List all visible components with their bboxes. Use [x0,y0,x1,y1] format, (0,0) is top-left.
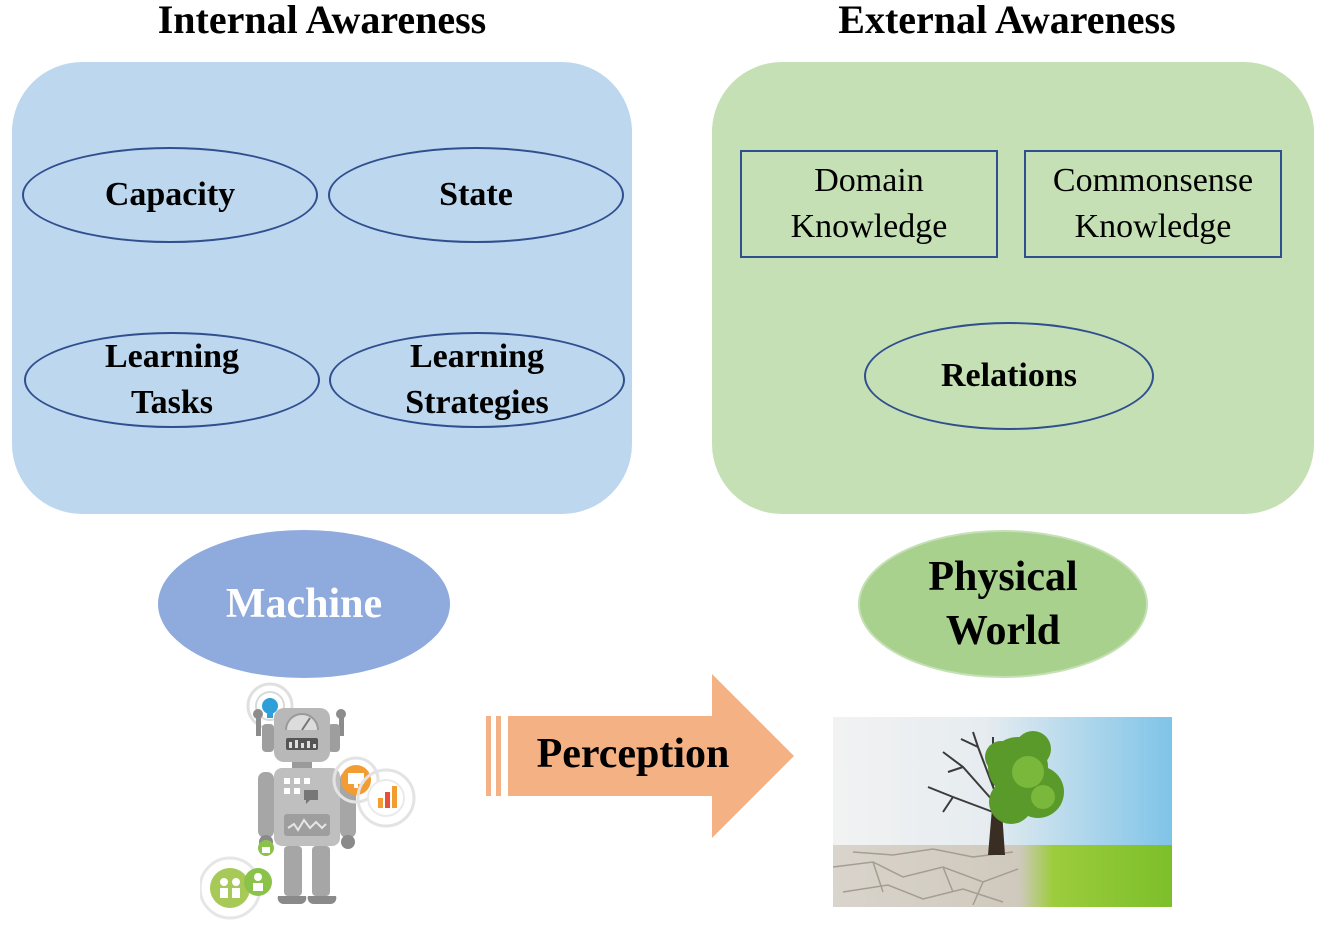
physical-world-line1: Physical [928,554,1078,600]
lock-icon [258,840,274,856]
robot-illustration [200,682,416,920]
machine-label: Machine [225,581,383,627]
state-label: State [439,176,513,213]
perception-label: Perception [536,731,730,777]
state-ellipse: State [328,147,624,243]
commonsense-knowledge-line2: Knowledge [1074,208,1232,245]
domain-knowledge-line1: Domain [814,162,924,199]
learning-tasks-line2: Tasks [131,384,213,421]
domain-knowledge-line2: Knowledge [790,208,948,245]
chart-icon [356,768,416,828]
relations-ellipse: Relations [864,322,1154,430]
capacity-label: Capacity [104,176,236,213]
learning-tasks-ellipse: Learning Tasks [24,332,320,428]
commonsense-knowledge-box: Commonsense Knowledge [1024,150,1282,258]
commonsense-knowledge-line1: Commonsense [1052,162,1254,199]
learning-tasks-line1: Learning [104,338,240,375]
person-icon [244,868,272,896]
physical-world-line2: World [945,608,1061,654]
learning-strategies-line1: Learning [409,338,545,375]
physical-world-ellipse: Physical World [858,530,1148,678]
domain-knowledge-box: Domain Knowledge [740,150,998,258]
external-awareness-panel [712,62,1314,514]
external-awareness-title: External Awareness [838,0,1176,42]
perception-arrow [486,674,794,838]
internal-awareness-panel [12,62,632,514]
learning-strategies-line2: Strategies [405,384,549,421]
capacity-ellipse: Capacity [22,147,318,243]
relations-label: Relations [941,357,1077,394]
monitor-icon [332,756,380,804]
internal-awareness-title: Internal Awareness [157,0,487,42]
tree-landscape-image [833,717,1172,907]
learning-strategies-ellipse: Learning Strategies [329,332,625,428]
machine-ellipse: Machine [158,530,450,678]
